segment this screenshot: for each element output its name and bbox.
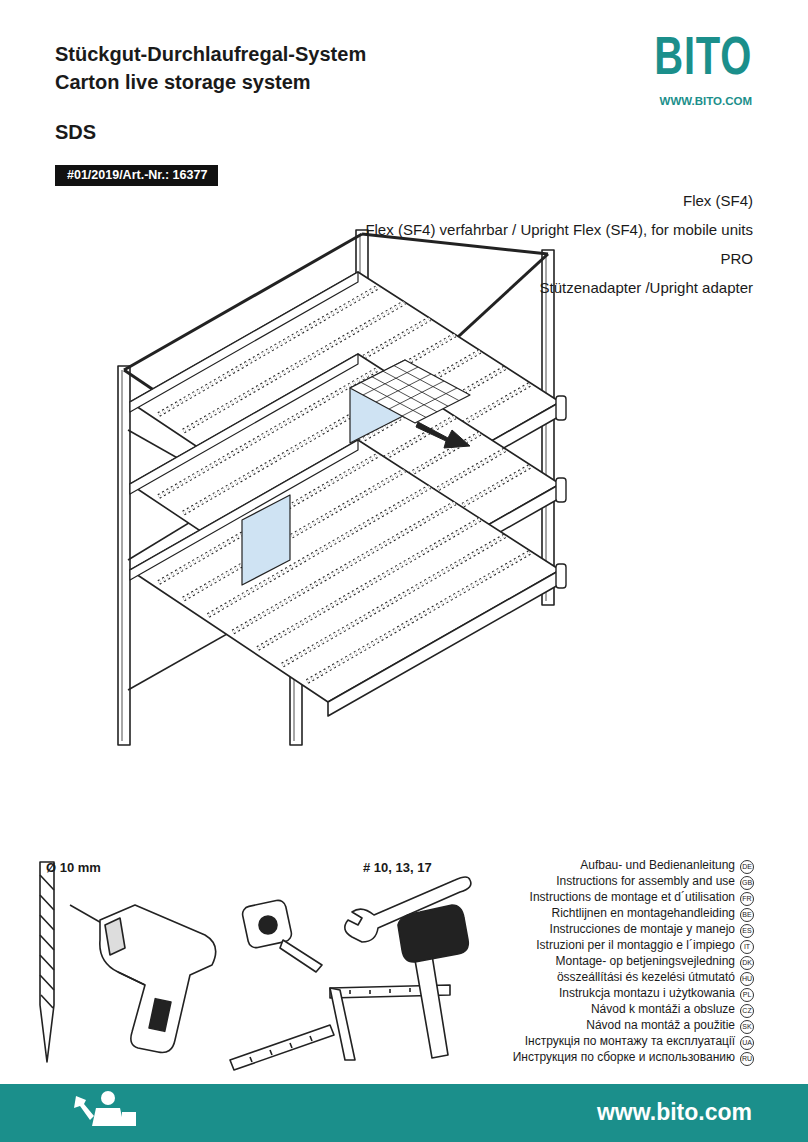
subtitle: Carton live storage system (55, 71, 311, 94)
rack-line (394, 366, 459, 401)
variant: Stützenadapter /Upright adapter (540, 279, 753, 296)
language-code-circle: PL (740, 988, 754, 1002)
language-code-circle: ES (740, 924, 754, 938)
language-code-circle: CZ (740, 1004, 754, 1018)
language-title: Instrukcja montazu i użytkowania (559, 987, 735, 1001)
language-code: CZ (741, 1005, 753, 1017)
carton (242, 495, 290, 585)
end-cap (556, 396, 566, 420)
rack-line (283, 536, 506, 666)
language-code: GB (741, 877, 753, 889)
language-code: SK (741, 1021, 753, 1033)
language-title: Instrucciones de montaje y manejo (550, 923, 735, 937)
rack-line (363, 367, 418, 395)
rack-line (208, 487, 430, 616)
rack-line (258, 519, 481, 648)
rack-illustration (118, 230, 566, 745)
language-code: RU (741, 1053, 753, 1065)
end-cap (556, 478, 566, 502)
language-code-circle: FR (740, 892, 754, 906)
language-code: ES (741, 925, 753, 937)
language-code-circle: DK (740, 956, 754, 970)
language-code: PL (741, 989, 753, 1001)
language-title: Инструкция по сборке и использованию (513, 1051, 735, 1065)
language-title: Instructions for assembly and use (556, 875, 735, 889)
rack-line (372, 377, 437, 412)
upright (118, 366, 130, 745)
upright (542, 250, 554, 605)
language-code: DE (741, 861, 753, 873)
language-code: IT (741, 941, 753, 953)
rack-line (283, 536, 506, 666)
language-code-circle: IT (740, 940, 754, 954)
rack-line (402, 388, 457, 416)
language-title: Richtlijnen en montagehandleiding (552, 907, 735, 921)
rack-line (546, 254, 547, 601)
rack-line (307, 552, 531, 682)
language-code: BE (741, 909, 753, 921)
footer-url: www.bito.com (0, 1099, 752, 1126)
title: Stückgut-Durchlaufregal-System (55, 43, 366, 66)
tools-illustration (40, 862, 471, 1070)
rack-line (122, 370, 123, 741)
rack-line (258, 519, 481, 648)
model-name: SDS (55, 121, 96, 144)
language-title: Istruzioni per il montaggio e l´impiego (536, 939, 735, 953)
language-code-circle: DE (740, 860, 754, 874)
rack-line (184, 471, 405, 600)
variant: Flex (SF4) (683, 192, 753, 209)
carton-grid (350, 360, 470, 423)
language-code-circle: GB (740, 876, 754, 890)
article-number-box: #01/2019/Art.-Nr.: 16377 (55, 165, 218, 186)
article-number: #01/2019/Art.-Nr.: 16377 (67, 168, 208, 182)
rack-line (383, 371, 448, 406)
logo-url: WWW.BITO.COM (660, 95, 752, 108)
wrench-size: # 10, 13, 17 (363, 861, 432, 876)
language-code-circle: HU (740, 972, 754, 986)
language-code-circle: RU (740, 1052, 754, 1066)
drill-size: Ø 10 mm (46, 861, 101, 876)
rack-line (361, 382, 426, 417)
rack-line (208, 487, 430, 616)
language-code: UA (741, 1037, 753, 1049)
flow-arrow (416, 422, 470, 448)
end-cap (556, 564, 566, 588)
language-title: Montage- op betjeningsvejledning (556, 955, 735, 969)
footer-band: www.bito.com (0, 1084, 808, 1142)
rack-line (184, 471, 405, 600)
language-code-circle: SK (740, 1020, 754, 1034)
front-beam (328, 570, 560, 716)
language-code-circle: BE (740, 908, 754, 922)
language-title: Návod na montáž a použitie (586, 1019, 735, 1033)
rack-line (389, 381, 444, 409)
variant: Flex (SF4) verfahrbar / Upright Flex (SF… (365, 221, 753, 238)
rack-line (376, 374, 431, 402)
language-code: HU (741, 973, 753, 985)
shelf (130, 440, 560, 702)
variant: PRO (720, 250, 753, 267)
language-title: Інструкція по монтажу та експлуатації (525, 1035, 735, 1049)
language-code: DK (741, 957, 753, 969)
logo: BITO (654, 28, 752, 82)
language-code: FR (741, 893, 753, 905)
language-title: Aufbau- und Bedienanleitung (580, 859, 735, 873)
language-title: összeállítási és kezelési útmutató (557, 971, 735, 985)
language-code-circle: UA (740, 1036, 754, 1050)
language-title: Instructions de montage et d´utilisation (530, 891, 735, 905)
language-title: Návod k montáži a obsluze (591, 1003, 735, 1017)
rack-line (307, 552, 531, 682)
tool-icon (74, 1091, 136, 1126)
